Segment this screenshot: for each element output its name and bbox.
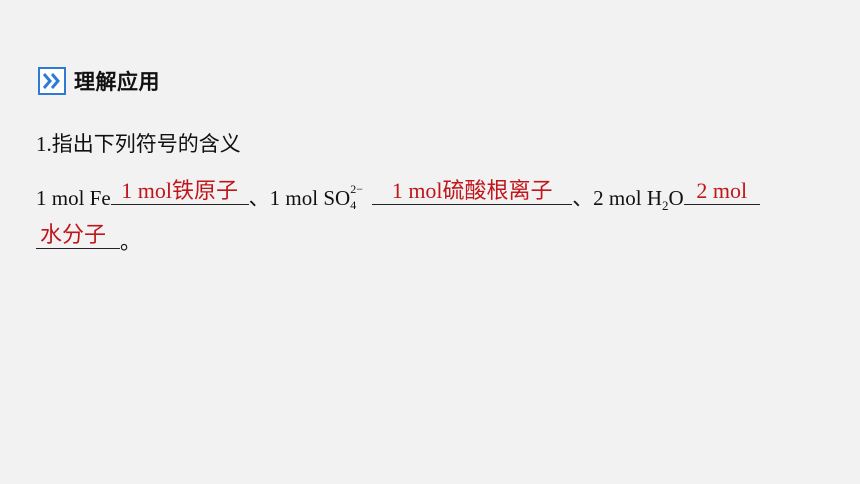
sulfate-subscript: 4 bbox=[350, 198, 357, 212]
double-chevron-right-icon bbox=[38, 67, 66, 95]
answer-blank-2: 1 mol硫酸根离子 bbox=[372, 178, 573, 205]
question-line-continued: 水分子。 bbox=[36, 224, 141, 253]
answer-3-part2: 水分子 bbox=[40, 222, 107, 247]
answer-1: 1 mol铁原子 bbox=[121, 178, 239, 203]
answer-3-part1: 2 mol bbox=[696, 178, 748, 203]
sulfate-indices: 2−4 bbox=[350, 183, 366, 211]
answer-blank-3b: 水分子 bbox=[36, 224, 120, 249]
sulfate-charge: 2− bbox=[350, 182, 363, 196]
question-prompt-text: 1.指出下列符号的含义 bbox=[36, 132, 241, 156]
water-tail: O bbox=[668, 186, 684, 210]
section-title: 理解应用 bbox=[74, 70, 160, 94]
separator-2: 、2 mol H bbox=[572, 186, 663, 210]
answer-blank-1: 1 mol铁原子 bbox=[110, 178, 249, 205]
answer-blank-3a: 2 mol bbox=[683, 178, 760, 205]
question-prompt: 1.指出下列符号的含义 bbox=[36, 134, 241, 155]
water-subscript: 2 bbox=[662, 198, 669, 213]
answer-2: 1 mol硫酸根离子 bbox=[391, 178, 553, 203]
end-mark: 。 bbox=[120, 230, 141, 254]
section-header: 理解应用 bbox=[38, 66, 160, 96]
separator-1: 、1 mol SO bbox=[248, 186, 351, 210]
item1-prefix: 1 mol Fe bbox=[36, 186, 111, 210]
